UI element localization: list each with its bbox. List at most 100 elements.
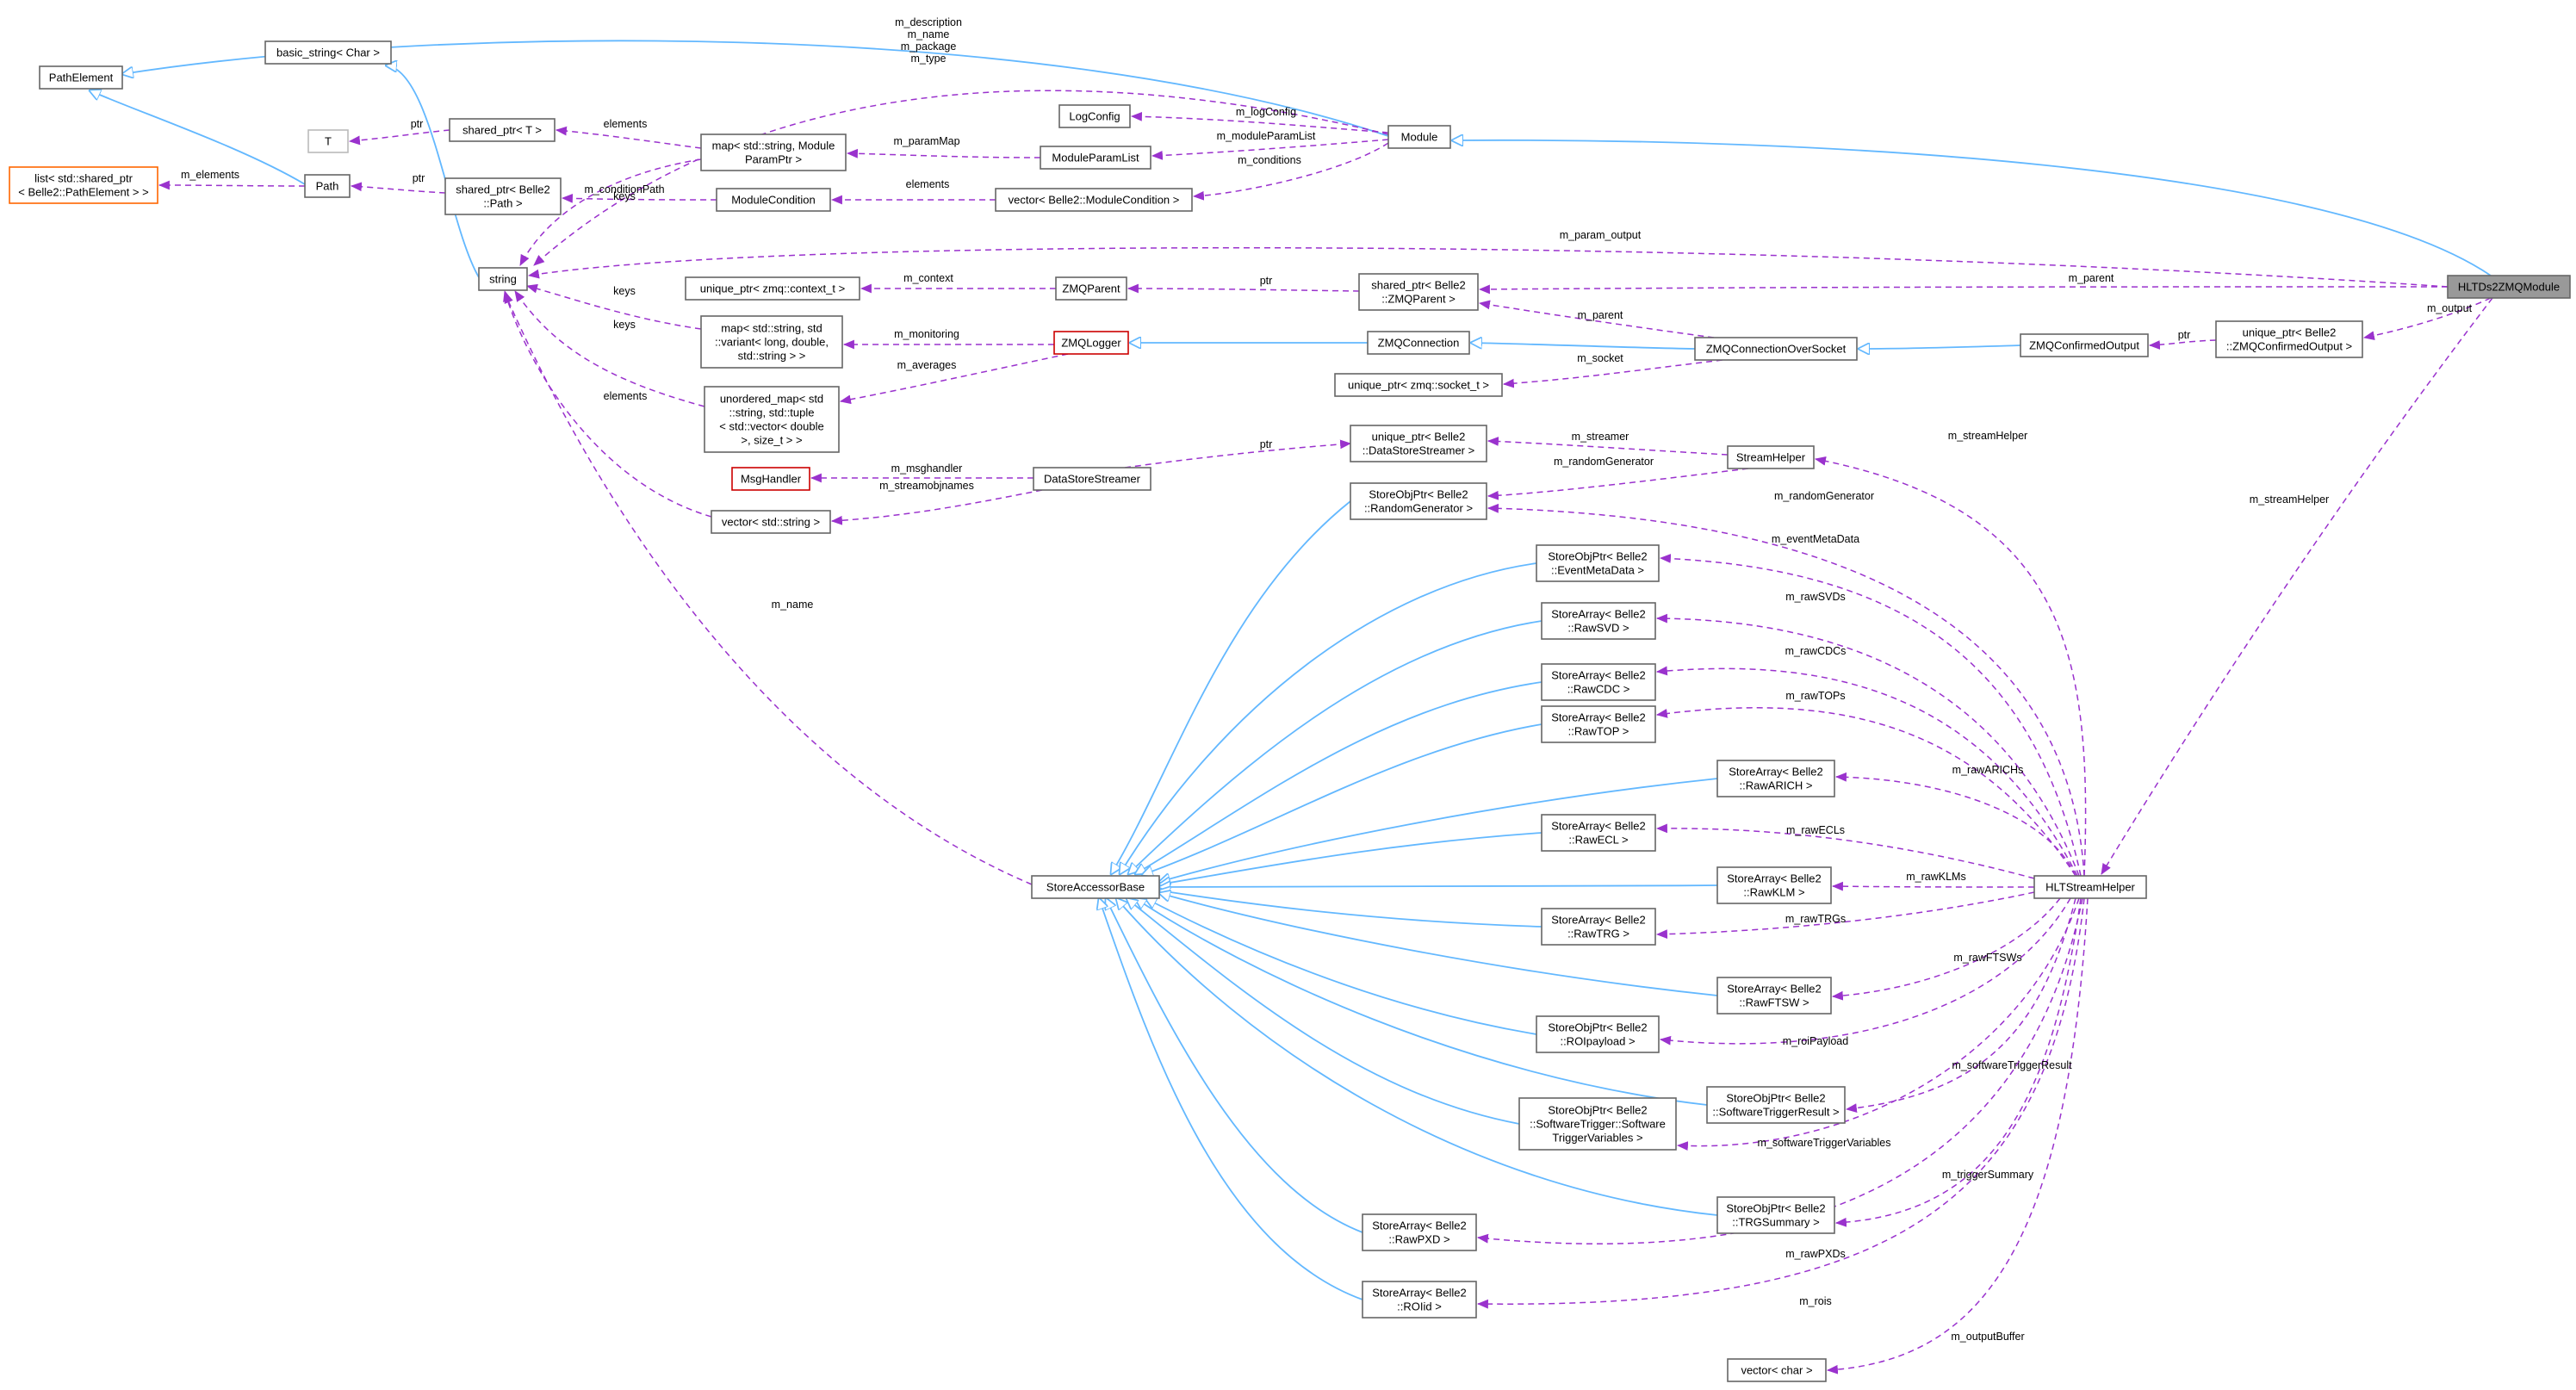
class-node-map-variant[interactable]: map< std::string, std::variant< long, do… — [700, 315, 843, 369]
class-node-unique-socket[interactable]: unique_ptr< zmq::socket_t > — [1334, 373, 1503, 397]
node-label: StoreArray< Belle2 — [1551, 711, 1645, 724]
class-node-sa-ecl[interactable]: StoreArray< Belle2::RawECL > — [1541, 814, 1656, 852]
class-node-zmqconfirmedoutput[interactable]: ZMQConfirmedOutput — [2020, 333, 2149, 357]
inheritance-edge — [1452, 140, 2492, 276]
edge-label: ptr — [411, 118, 424, 130]
class-node-sa-klm[interactable]: StoreArray< Belle2::RawKLM > — [1716, 866, 1832, 904]
node-box — [39, 65, 123, 90]
node-label: ::ZMQParent > — [1381, 293, 1456, 306]
class-node-vector-string[interactable]: vector< std::string > — [711, 510, 831, 534]
node-label: ::ZMQConfirmedOutput > — [2226, 340, 2352, 353]
usage-edge — [158, 180, 306, 190]
class-node-so-swtrigvars[interactable]: StoreObjPtr< Belle2::SoftwareTrigger::So… — [1518, 1097, 1677, 1151]
class-node-moduleparamlist[interactable]: ModuleParamList — [1040, 146, 1151, 170]
node-label: ::RawCDC > — [1567, 683, 1630, 696]
class-node-shared-ptr-path[interactable]: shared_ptr< Belle2::Path > — [444, 177, 562, 215]
class-node-so-trgsummary[interactable]: StoreObjPtr< Belle2::TRGSummary > — [1716, 1196, 1835, 1234]
node-label: StoreArray< Belle2 — [1551, 820, 1645, 833]
class-node-shared-ptr-t[interactable]: shared_ptr< T > — [449, 118, 556, 142]
usage-edge — [348, 129, 450, 146]
node-label: ::RawTRG > — [1567, 928, 1629, 940]
node-label: T — [325, 135, 332, 148]
class-node-storeaccessorbase[interactable]: StoreAccessorBase — [1031, 875, 1160, 899]
usage-edge — [519, 158, 702, 266]
node-label: ModuleParamList — [1052, 152, 1139, 164]
class-node-hltstreamhelper[interactable]: HLTStreamHelper — [2033, 875, 2147, 899]
class-node-shared-zmqparent[interactable]: shared_ptr< Belle2::ZMQParent > — [1358, 273, 1479, 311]
class-node-zmqconnoversocket[interactable]: ZMQConnectionOverSocket — [1694, 337, 1858, 361]
node-label: ::string, std::tuple — [729, 406, 815, 419]
node-box — [1536, 1015, 1660, 1053]
inheritance-edge — [1116, 898, 1718, 1216]
class-node-sa-cdc[interactable]: StoreArray< Belle2::RawCDC > — [1541, 663, 1656, 701]
edge-label: m_parent — [1578, 309, 1623, 321]
node-box — [704, 386, 840, 453]
node-label: ::RawSVD > — [1567, 622, 1629, 635]
class-node-pathelement[interactable]: PathElement — [39, 65, 123, 90]
class-node-unordered-map[interactable]: unordered_map< std::string, std::tuple< … — [704, 386, 840, 453]
inheritance-edge — [1471, 343, 1696, 350]
class-node-unique-ctx[interactable]: unique_ptr< zmq::context_t > — [685, 276, 860, 301]
class-node-so-eventmeta[interactable]: StoreObjPtr< Belle2::EventMetaData > — [1536, 544, 1660, 582]
node-box — [449, 118, 556, 142]
class-node-unique-dss[interactable]: unique_ptr< Belle2::DataStoreStreamer > — [1350, 425, 1487, 462]
class-node-so-random[interactable]: StoreObjPtr< Belle2::RandomGenerator > — [1350, 482, 1487, 520]
inheritance-edge — [1159, 893, 1718, 996]
edge-label: m_softwareTriggerVariables — [1758, 1137, 1891, 1149]
usage-edge — [561, 193, 717, 203]
edge-label: m_rois — [1799, 1295, 1832, 1307]
node-label: StoreObjPtr< Belle2 — [1548, 1104, 1647, 1117]
class-node-unique-confirmed[interactable]: unique_ptr< Belle2::ZMQConfirmedOutput > — [2215, 320, 2363, 358]
class-node-t[interactable]: T — [307, 129, 349, 153]
class-node-sa-trg[interactable]: StoreArray< Belle2::RawTRG > — [1541, 908, 1656, 946]
class-node-hltds2zmqmodule[interactable]: HLTDs2ZMQModule — [2447, 275, 2571, 299]
node-label: ::RawTOP > — [1568, 725, 1629, 738]
class-node-zmqconnection[interactable]: ZMQConnection — [1367, 331, 1470, 355]
node-box — [1706, 1086, 1846, 1124]
node-label: ::RawKLM > — [1743, 886, 1804, 899]
class-node-sa-svd[interactable]: StoreArray< Belle2::RawSVD > — [1541, 602, 1656, 640]
class-node-sa-roiid[interactable]: StoreArray< Belle2::ROIid > — [1362, 1281, 1477, 1319]
usage-edge — [1127, 283, 1360, 294]
usage-edge — [350, 182, 446, 194]
class-node-module[interactable]: Module — [1387, 125, 1451, 149]
inheritance-edge — [90, 90, 306, 185]
node-label: ZMQParent — [1062, 282, 1120, 295]
class-node-sa-ftsw[interactable]: StoreArray< Belle2::RawFTSW > — [1716, 977, 1832, 1015]
class-node-basic-string[interactable]: basic_string< Char > — [264, 40, 392, 65]
class-node-sa-top[interactable]: StoreArray< Belle2::RawTOP > — [1541, 705, 1656, 743]
class-node-vector-cond[interactable]: vector< Belle2::ModuleCondition > — [995, 188, 1193, 212]
usage-edge — [2101, 297, 2493, 875]
class-node-path[interactable]: Path — [304, 174, 351, 198]
class-node-zmqlogger[interactable]: ZMQLogger — [1053, 331, 1129, 355]
edge-label: m_name — [772, 599, 814, 611]
class-node-sa-pxd[interactable]: StoreArray< Belle2::RawPXD > — [1362, 1213, 1477, 1251]
inheritance-edge — [1159, 778, 1718, 882]
class-node-vector-char[interactable]: vector< char > — [1727, 1358, 1827, 1382]
class-node-streamhelper[interactable]: StreamHelper — [1727, 445, 1815, 469]
node-label: StoreObjPtr< Belle2 — [1548, 550, 1647, 563]
edge-label: keys — [613, 285, 636, 297]
edge-label: elements — [906, 178, 950, 190]
node-box — [1362, 1213, 1477, 1251]
node-label: StreamHelper — [1736, 451, 1806, 464]
node-box — [304, 174, 351, 198]
class-node-logconfig[interactable]: LogConfig — [1058, 104, 1131, 128]
class-node-datastorestreamer[interactable]: DataStoreStreamer — [1033, 467, 1151, 491]
class-node-so-swtrigresult[interactable]: StoreObjPtr< Belle2::SoftwareTriggerResu… — [1706, 1086, 1846, 1124]
class-node-msghandler[interactable]: MsgHandler — [731, 467, 810, 491]
node-label: map< std::string, std — [721, 322, 822, 335]
edge-label: ptr — [2178, 329, 2191, 341]
class-node-list-sp[interactable]: list< std::shared_ptr< Belle2::PathEleme… — [9, 166, 158, 204]
class-node-modulecondition[interactable]: ModuleCondition — [716, 188, 831, 212]
class-node-zmqparent[interactable]: ZMQParent — [1055, 276, 1127, 301]
usage-edge — [830, 489, 1043, 525]
node-box — [2447, 275, 2571, 299]
class-node-sa-arich[interactable]: StoreArray< Belle2::RawARICH > — [1716, 760, 1835, 797]
class-node-so-roipayload[interactable]: StoreObjPtr< Belle2::ROIpayload > — [1536, 1015, 1660, 1053]
node-box — [1358, 273, 1479, 311]
class-node-string[interactable]: string — [478, 267, 528, 291]
node-label: ZMQLogger — [1061, 337, 1121, 350]
